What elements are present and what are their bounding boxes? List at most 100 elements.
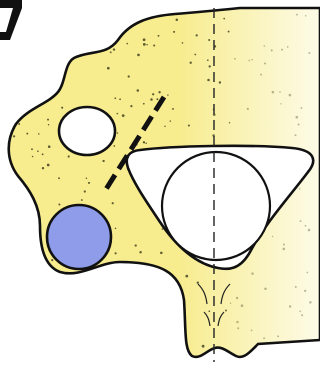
stipple-dot [115, 228, 117, 230]
stipple-dot [296, 14, 298, 16]
stipple-dot [113, 145, 115, 147]
stipple-dot [135, 244, 137, 246]
stipple-dot [236, 321, 238, 323]
stipple-dot [143, 38, 146, 41]
stipple-dot [127, 43, 129, 45]
stipple-dot [145, 143, 147, 145]
stipple-dot [42, 167, 44, 169]
stipple-dot [42, 153, 44, 155]
stipple-dot [152, 93, 154, 95]
stipple-dot [207, 79, 210, 82]
stipple-dot [182, 42, 184, 44]
stipple-dot [241, 304, 244, 307]
stipple-dot [185, 275, 188, 278]
stipple-dot [197, 282, 199, 284]
stipple-dot [251, 272, 254, 275]
stipple-dot [300, 220, 302, 222]
stipple-dot [305, 15, 307, 17]
stipple-dot [234, 58, 236, 60]
stipple-dot [279, 91, 281, 93]
stipple-dot [223, 18, 225, 20]
stipple-dot [158, 91, 160, 93]
stipple-dot [143, 142, 145, 144]
stipple-dot [113, 48, 115, 50]
stipple-dot [112, 202, 114, 204]
stipple-dot [247, 108, 249, 110]
stipple-dot [230, 303, 231, 304]
stipple-dot [117, 113, 119, 115]
stipple-dot [277, 335, 279, 337]
stipple-dot [306, 272, 308, 274]
stipple-dot [283, 243, 285, 245]
stipple-dot [81, 199, 83, 201]
stipple-dot [139, 251, 141, 253]
stipple-dot [207, 59, 209, 61]
stipple-dot [271, 49, 273, 51]
stipple-dot [122, 114, 125, 117]
stipple-dot [84, 190, 86, 192]
stipple-dot [18, 123, 20, 125]
stipple-dot [172, 108, 174, 110]
stipple-dot [209, 65, 211, 67]
stipple-dot [167, 94, 168, 95]
stipple-dot [26, 133, 28, 135]
stipple-dot [295, 116, 298, 119]
stipple-dot [146, 44, 147, 45]
vertebral-artery [47, 205, 111, 269]
stipple-dot [289, 94, 292, 97]
spinal-canal [162, 152, 270, 260]
stipple-dot [86, 177, 88, 179]
stipple-dot [308, 52, 310, 54]
stipple-dot [300, 107, 302, 109]
stipple-dot [48, 145, 51, 148]
stipple-dot [301, 314, 303, 316]
stipple-dot [119, 98, 121, 100]
stipple-dot [51, 259, 53, 261]
stipple-dot [61, 107, 63, 109]
stipple-dot [272, 91, 275, 94]
stipple-dot [228, 31, 230, 33]
stipple-dot [38, 133, 40, 135]
stipple-dot [150, 98, 153, 101]
stipple-dot [58, 203, 60, 205]
stipple-dot [137, 54, 140, 57]
stipple-dot [251, 59, 253, 61]
stipple-dot [88, 182, 90, 184]
stipple-dot [32, 156, 34, 158]
stipple-dot [280, 103, 281, 104]
stipple-dot [260, 74, 262, 76]
stipple-dot [143, 103, 145, 105]
stipple-dot [208, 310, 210, 312]
stipple-dot [295, 286, 297, 288]
stipple-dot [202, 345, 205, 348]
stipple-dot [287, 46, 289, 48]
stipple-dot [263, 337, 265, 339]
stipple-dot [143, 43, 146, 46]
stipple-dot [47, 164, 50, 167]
stipple-dot [160, 252, 163, 255]
stipple-dot [264, 288, 267, 291]
stipple-dot [114, 97, 116, 99]
stipple-dot [110, 51, 112, 53]
stipple-dot [281, 49, 283, 51]
stipple-dot [48, 124, 49, 125]
stipple-dot [264, 62, 266, 64]
stipple-dot [164, 126, 165, 127]
stipple-dot [194, 54, 196, 56]
stipple-dot [115, 252, 117, 254]
stipple-dot [295, 134, 297, 136]
stipple-dot [102, 160, 104, 162]
stipple-dot [176, 18, 179, 21]
stipple-dot [156, 98, 158, 100]
stipple-dot [196, 34, 198, 36]
stipple-dot [298, 123, 300, 125]
stipple-dot [13, 135, 15, 137]
stipple-dot [188, 124, 190, 126]
stipple-dot [128, 75, 130, 77]
stipple-dot [225, 310, 227, 312]
stipple-dot [229, 122, 230, 123]
stipple-dot [58, 177, 60, 179]
stipple-dot [304, 290, 306, 292]
stipple-dot [107, 67, 110, 70]
